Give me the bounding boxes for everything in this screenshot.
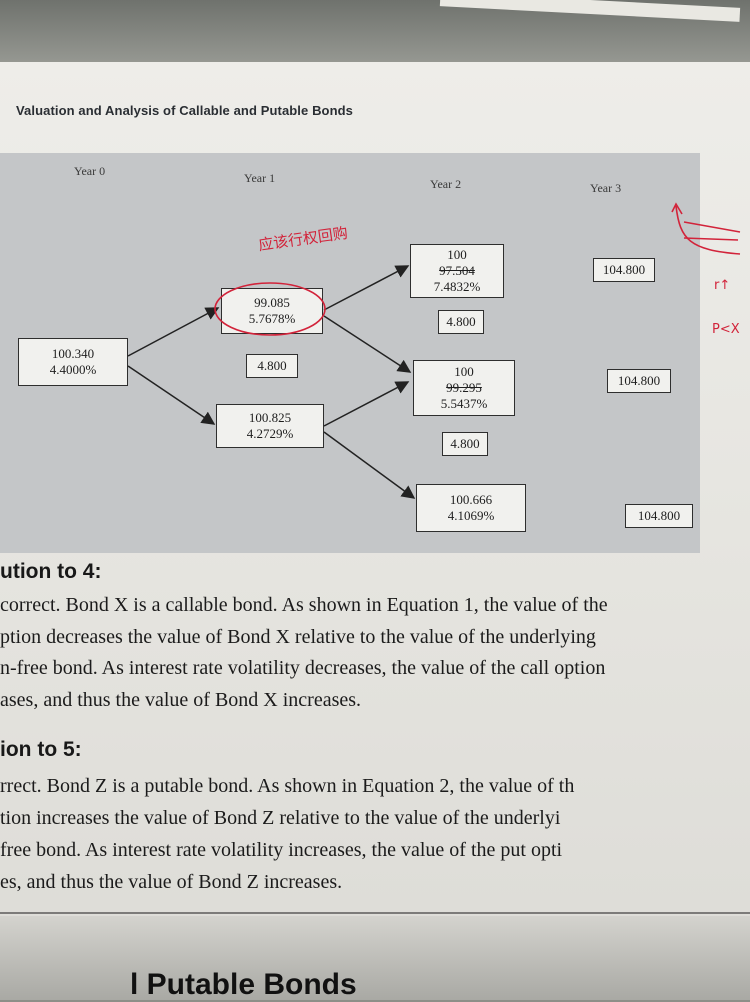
solution4-heading: ution to 4: bbox=[0, 560, 102, 583]
page-header: Valuation and Analysis of Callable and P… bbox=[16, 103, 354, 118]
node-year2-up-value: 97.504 bbox=[439, 263, 475, 278]
node-year2-down-value: 100.666 bbox=[449, 492, 493, 507]
next-section-title: l Putable Bonds bbox=[130, 968, 357, 1001]
node-year3-b: 104.800 bbox=[607, 369, 671, 393]
node-year0-rate: 4.4000% bbox=[49, 362, 97, 377]
solution4-line-4: ases, and thus the value of Bond X incre… bbox=[0, 689, 362, 711]
handwritten-side1: r↑ bbox=[714, 278, 731, 293]
year-label-2: Year 2 bbox=[430, 177, 462, 191]
solution5-line-4: es, and thus the value of Bond Z increas… bbox=[0, 871, 343, 893]
handwritten-marks bbox=[214, 202, 741, 336]
year-label-3: Year 3 bbox=[590, 181, 622, 195]
year-label-1: Year 1 bbox=[244, 171, 276, 185]
node-year2-mid-value: 99.295 bbox=[446, 380, 482, 395]
tree-arrows bbox=[127, 265, 416, 499]
solution5-heading: ion to 5: bbox=[0, 738, 82, 761]
solution5-line-1: rrect. Bond Z is a putable bond. As show… bbox=[0, 775, 575, 797]
solution4-line-2: ption decreases the value of Bond X rela… bbox=[0, 626, 596, 648]
node-year1-down-value: 100.825 bbox=[248, 410, 292, 425]
node-year2-down-rate: 4.1069% bbox=[447, 508, 495, 523]
node-year2-up-par: 100 bbox=[447, 247, 467, 262]
node-year3-a: 104.800 bbox=[593, 258, 655, 282]
axis-arrow-mark bbox=[671, 202, 683, 215]
section-rule bbox=[0, 912, 750, 914]
node-year2-mid: 100 99.295 5.5437% bbox=[413, 360, 515, 416]
node-year2-up-rate: 7.4832% bbox=[433, 279, 481, 294]
node-year1-up: 99.085 5.7678% bbox=[221, 288, 323, 334]
coupon-year2-up: 4.800 bbox=[438, 310, 484, 334]
coupon-year1: 4.800 bbox=[246, 354, 298, 378]
solution5-line-2: tion increases the value of Bond Z relat… bbox=[0, 807, 561, 829]
line-mark-1 bbox=[683, 221, 741, 233]
line-mark-2 bbox=[683, 237, 739, 241]
year-label-0: Year 0 bbox=[74, 164, 106, 178]
solution5-line-3: free bond. As interest rate volatility i… bbox=[0, 839, 563, 861]
node-year2-down: 100.666 4.1069% bbox=[416, 484, 526, 532]
curve-mark bbox=[675, 205, 741, 255]
node-year0-value: 100.340 bbox=[51, 346, 95, 361]
node-year2-up: 100 97.504 7.4832% bbox=[410, 244, 504, 298]
node-year0: 100.340 4.4000% bbox=[18, 338, 128, 386]
node-year1-down: 100.825 4.2729% bbox=[216, 404, 324, 448]
page-bottom-shadow bbox=[0, 916, 750, 1000]
node-year3-c: 104.800 bbox=[625, 504, 693, 528]
coupon-year2-down: 4.800 bbox=[442, 432, 488, 456]
solution4-line-3: n-free bond. As interest rate volatility… bbox=[0, 657, 606, 679]
node-year1-down-rate: 4.2729% bbox=[246, 426, 294, 441]
node-year1-up-rate: 5.7678% bbox=[248, 311, 296, 326]
node-year2-mid-rate: 5.5437% bbox=[440, 396, 488, 411]
solution4-line-1: correct. Bond X is a callable bond. As s… bbox=[0, 594, 608, 616]
handwritten-side2: P<X bbox=[712, 322, 740, 337]
circle-mark bbox=[214, 282, 326, 336]
node-year1-up-value: 99.085 bbox=[254, 295, 290, 310]
node-year2-mid-par: 100 bbox=[454, 364, 474, 379]
